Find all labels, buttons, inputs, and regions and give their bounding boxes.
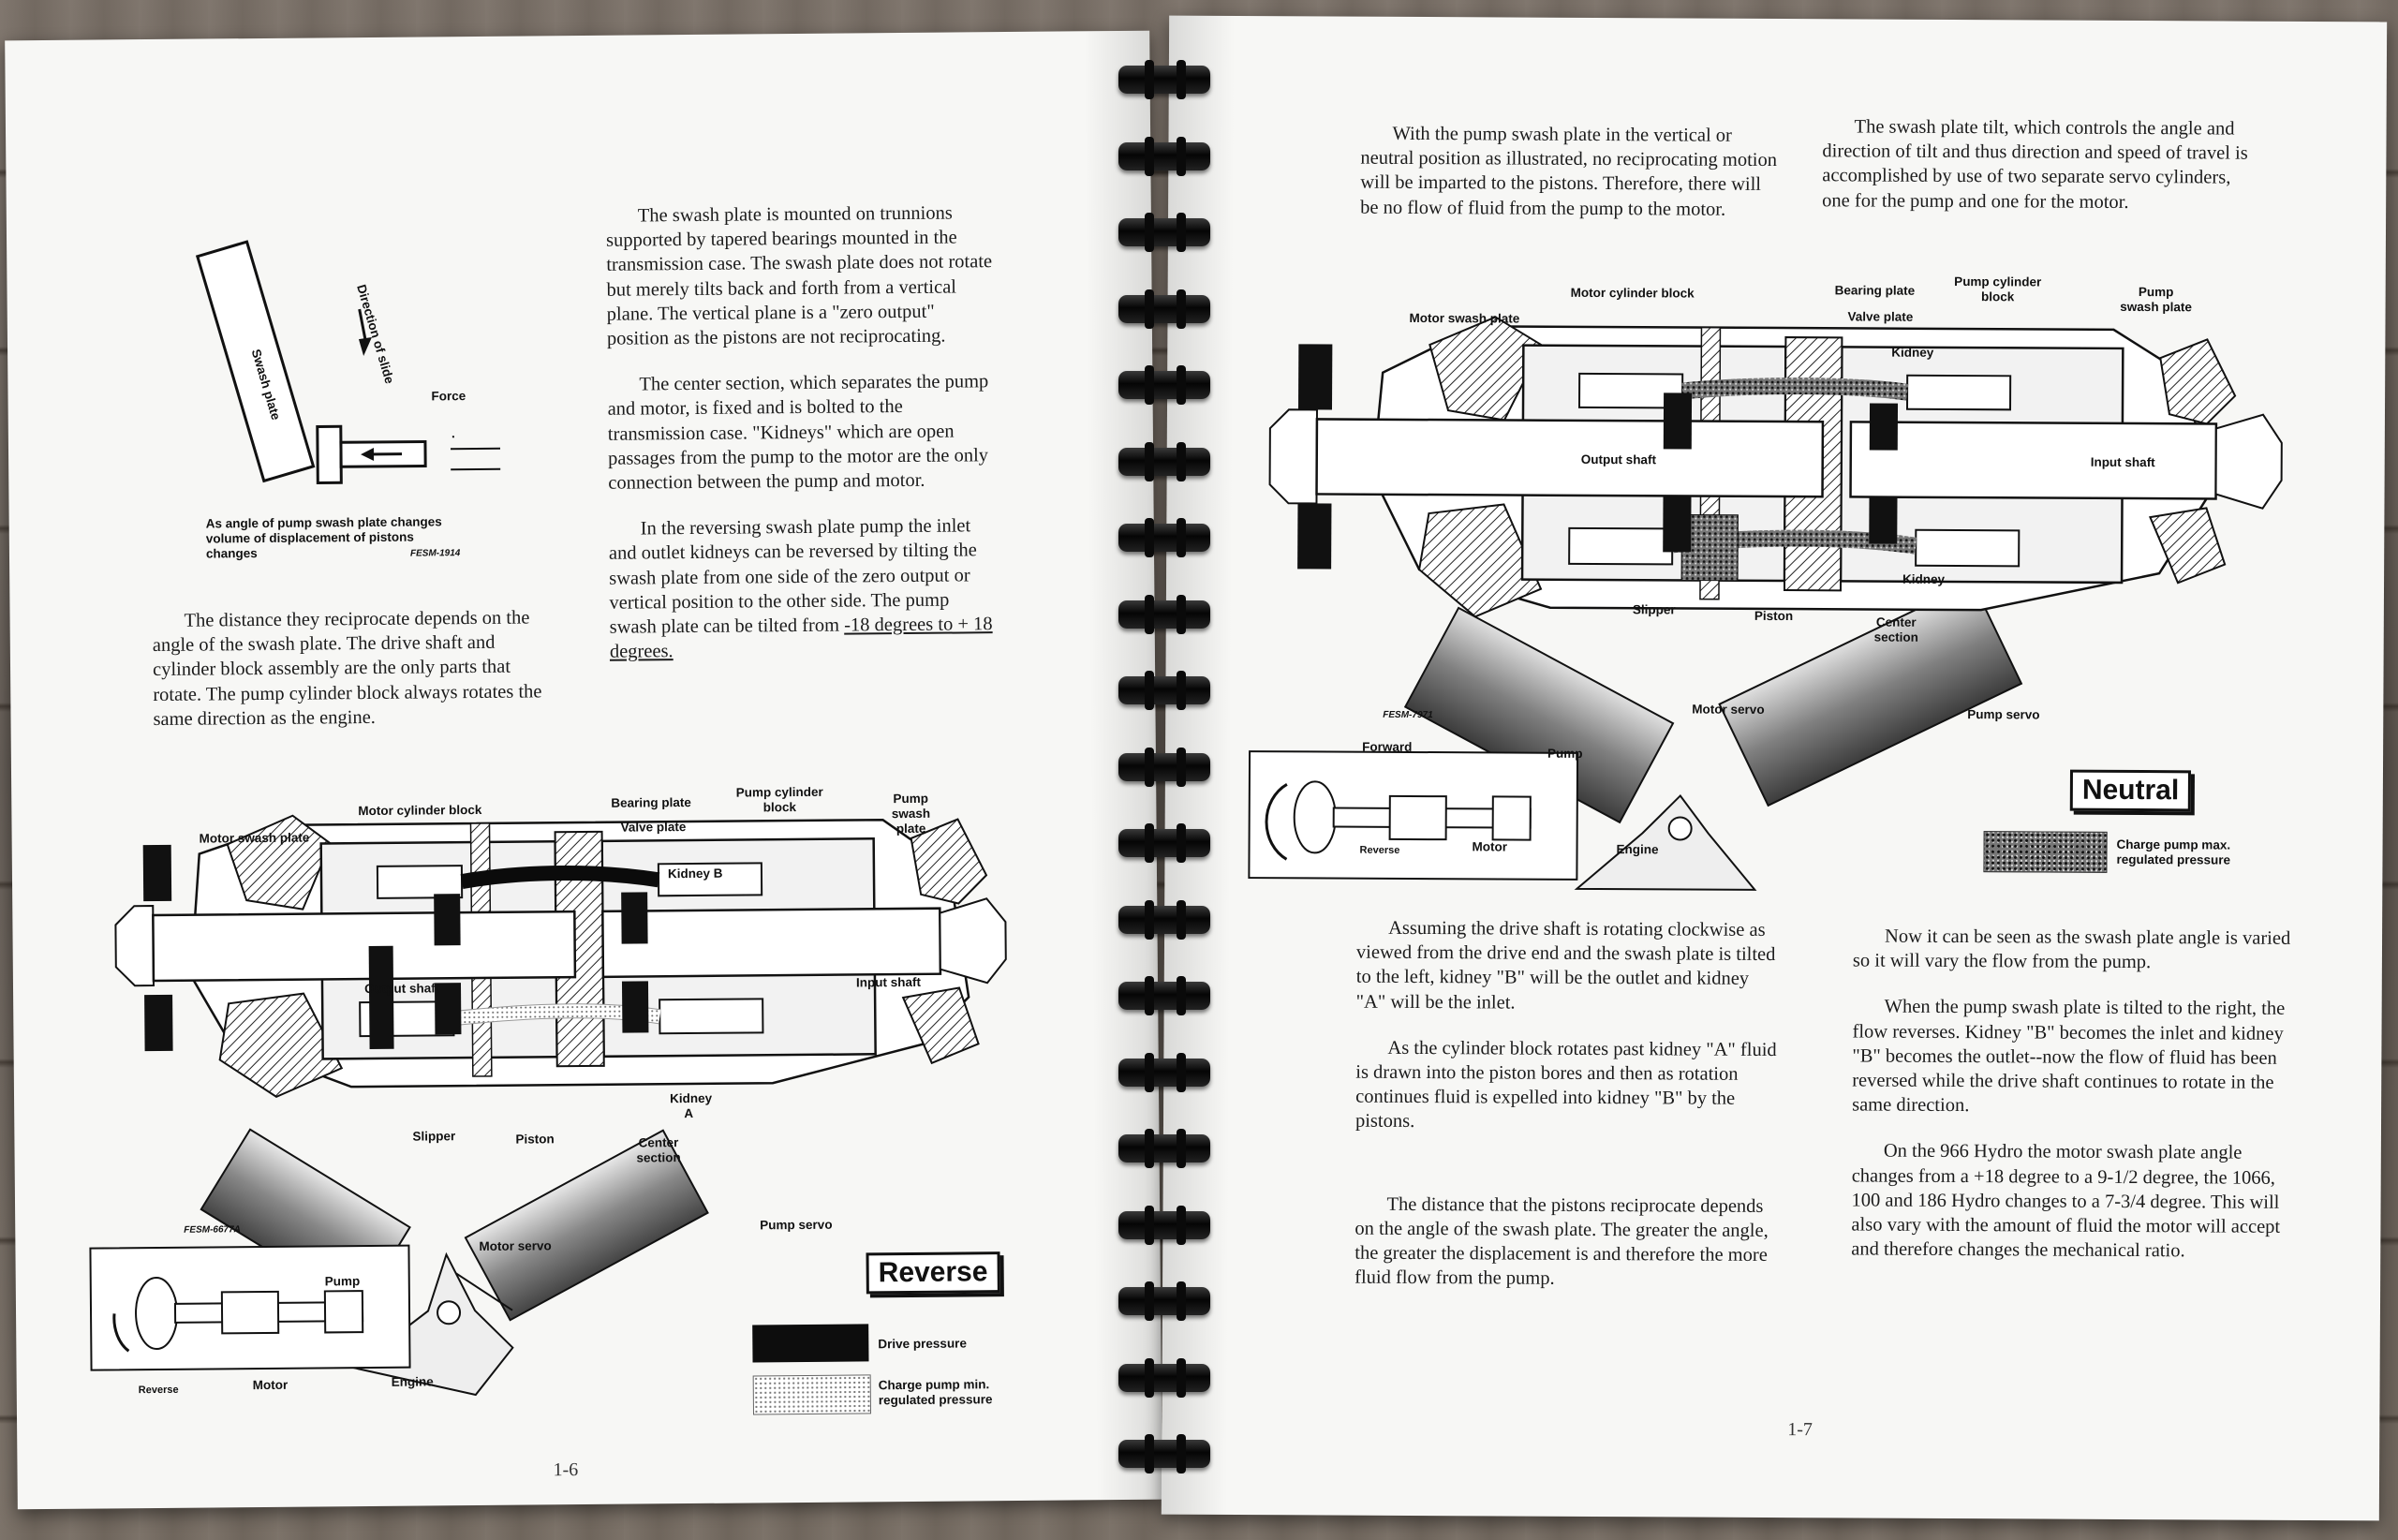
inset-reverse-label: Reverse [1359,844,1400,856]
label-kidney-top: Kidney [1891,345,1934,360]
binding-ring [1118,213,1210,252]
label-motor-servo: Motor servo [1692,702,1765,717]
right-top-left-text: With the pump swash plate in the vertica… [1360,122,1783,222]
paragraph: The swash plate tilt, which controls the… [1822,116,2248,213]
binding-ring [1118,823,1210,863]
inset-engine-label: Engine [1616,842,1659,857]
label-piston: Piston [515,1132,555,1147]
label-pump-cylinder-block: Pump cylinder block [735,784,823,815]
label-motor-cylinder-block: Motor cylinder block [1570,285,1695,301]
paragraph: With the pump swash plate in the vertica… [1360,123,1778,220]
label-pump-cylinder-block: Pump cylinder block [1954,274,2042,304]
label-pump-servo: Pump servo [760,1217,833,1233]
binding-ring [1118,976,1210,1015]
label-slipper: Slipper [412,1129,456,1144]
label-pump-servo: Pump servo [1967,707,2040,722]
label-motor-swash-plate: Motor swash plate [1409,310,1520,326]
legend-charge-min-label: Charge pump min. regulated pressure [878,1377,993,1408]
left-column1-text: The distance they reciprocate depends on… [152,605,546,732]
label-center-section: Center section [1873,615,1918,644]
right-column-right-text: Now it can be seen as the swash plate an… [1851,924,2293,1264]
mode-badge-neutral: Neutral [2069,769,2192,812]
binding-ring [1118,1434,1210,1473]
binding-ring [1118,1357,1210,1398]
label-output-shaft: Output shaft [1580,452,1657,467]
inset-pump-label: Pump [1547,746,1583,761]
neutral-transmission-diagram [1248,316,2283,891]
legend-charge-min-swatch [752,1374,872,1415]
swash-plate-force-diagram [195,240,501,484]
label-motor-cylinder-block: Motor cylinder block [358,802,482,819]
force-label: Force [431,389,466,404]
label-valve-plate: Valve plate [620,820,687,835]
binding-ring [1118,594,1210,634]
left-column2-text: The swash plate is mounted on trunnions … [606,200,996,664]
binding-ring [1118,1205,1210,1245]
label-bearing-plate: Bearing plate [1834,283,1916,298]
paragraph: The distance they reciprocate depends on… [152,607,542,730]
binding-ring [1118,671,1210,710]
inset-motor-label: Motor [1472,839,1508,854]
figure-id: FESM-7971 [1383,709,1433,721]
page-number: 1-6 [553,1459,579,1481]
binding-ring [1118,289,1210,329]
binding-ring [1118,60,1210,99]
right-top-right-text: The swash plate tilt, which controls the… [1822,114,2249,215]
label-kidney-bottom: Kidney [1902,571,1946,586]
paragraph: The distance that the pistons reciprocat… [1354,1193,1769,1290]
binding-ring [1118,365,1210,405]
paragraph: Now it can be seen as the swash plate an… [1852,925,2291,973]
mode-badge-reverse: Reverse [866,1251,1000,1295]
small-diagram-figure-id: FESM-1914 [409,548,461,559]
inset-pump-label: Pump [324,1274,361,1289]
spiral-binding [1105,56,1227,1499]
paragraph: The center section, which separates the … [607,371,989,494]
label-slipper: Slipper [1632,602,1676,617]
binding-ring [1118,1052,1210,1092]
legend-drive-pressure-swatch [752,1324,869,1363]
inset-reverse-label: Reverse [138,1384,179,1397]
binding-ring [1118,899,1210,940]
paragraph: On the 966 Hydro the motor swash plate a… [1851,1141,2281,1262]
figure-id: FESM-6677A [184,1224,241,1236]
paragraph: The swash plate is mounted on trunnions … [605,202,993,349]
label-motor-swash-plate: Motor swash plate [199,830,310,846]
label-output-shaft: Output shaft [363,981,440,997]
paragraph: Assuming the drive shaft is rotating clo… [1355,917,1776,1014]
label-kidney-a: Kidney A [669,1090,713,1121]
binding-ring [1118,1129,1210,1168]
label-input-shaft: Input shaft [2090,454,2155,470]
legend-drive-pressure-label: Drive pressure [878,1336,967,1352]
inset-motor-label: Motor [252,1377,289,1393]
reverse-transmission-diagram [89,814,1007,1397]
binding-ring [1118,441,1210,481]
binding-ring [1118,518,1210,557]
legend-charge-max-swatch [1983,831,2108,873]
label-motor-servo: Motor servo [479,1238,552,1253]
paragraph: When the pump swash plate is tilted to t… [1852,997,2286,1117]
label-input-shaft: Input shaft [855,974,922,990]
inset-forward-label: Forward [1362,739,1413,754]
right-page: With the pump swash plate in the vertica… [1161,15,2388,1521]
binding-ring [1118,136,1210,176]
binding-ring [1118,1281,1210,1321]
label-bearing-plate: Bearing plate [611,794,691,810]
paragraph: As the cylinder block rotates past kidne… [1354,1037,1777,1133]
label-pump-swash-plate: Pump swash plate [2120,285,2192,315]
legend-charge-max-label: Charge pump max. regulated pressure [2116,837,2231,867]
inset-engine-label: Engine [391,1374,434,1389]
label-pump-swash-plate: Pump swash plate [891,791,931,837]
label-center-section: Center section [636,1135,681,1165]
label-kidney-b: Kidney B [667,866,723,881]
label-valve-plate: Valve plate [1847,309,1914,324]
left-page: Swash plate Direction of slide Force As … [5,30,1162,1510]
paragraph: In the reversing swash plate pump the in… [609,513,996,664]
small-diagram-caption: As angle of pump swash plate changes vol… [205,514,442,561]
label-piston: Piston [1754,608,1794,624]
binding-ring [1118,747,1210,787]
page-number: 1-7 [1787,1419,1813,1441]
right-column-left-text: Assuming the drive shaft is rotating clo… [1354,916,1783,1293]
